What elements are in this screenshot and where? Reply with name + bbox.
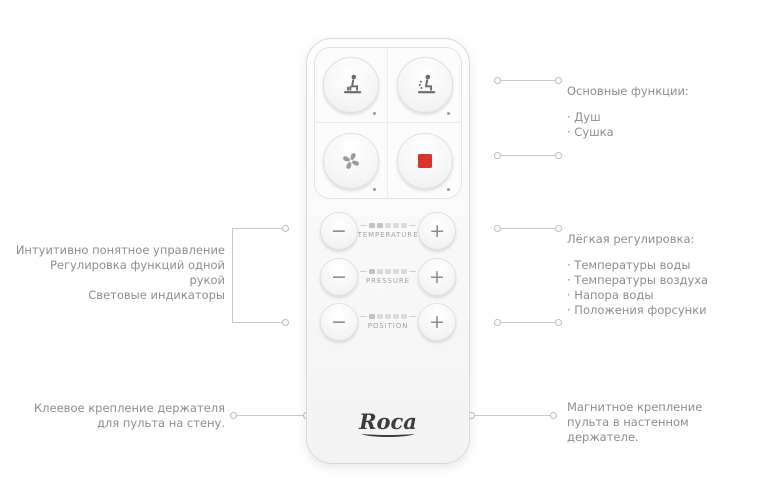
- callout-line-text: пульта в настенном: [567, 415, 689, 429]
- position-gauge: [360, 314, 416, 319]
- callout-line: [501, 155, 555, 156]
- callout-title: Лёгкая регулировка:: [567, 232, 695, 246]
- callout-line: [501, 322, 555, 323]
- callout-line: [237, 415, 303, 416]
- temperature-gauge: [359, 223, 416, 228]
- callout-line: [474, 415, 550, 416]
- callout-line-text: Световые индикаторы: [88, 288, 225, 302]
- stop-cell: [388, 123, 461, 198]
- pressure-gauge: [360, 269, 416, 274]
- callout-dot: [494, 319, 501, 326]
- callout-item: · Душ: [567, 110, 601, 124]
- led-indicator: [447, 112, 450, 115]
- callout-line-text: Клеевое крепление держателя: [34, 401, 225, 415]
- callout-line-text: держателе.: [567, 430, 639, 444]
- callout-dot: [282, 225, 289, 232]
- wash-cell: [315, 48, 388, 123]
- callout-line-text: для пульта на стену.: [96, 416, 225, 430]
- callout-dot: [494, 77, 501, 84]
- seat-dry-icon: [417, 74, 435, 94]
- callout-main-functions: Основные функции: · Душ · Сушка: [567, 84, 689, 140]
- callout-item: · Напора воды: [567, 288, 654, 302]
- callout-dot: [555, 319, 562, 326]
- callout-dot: [555, 225, 562, 232]
- plus-glyph: +: [429, 219, 446, 242]
- callout-item: · Температуры воздуха: [567, 273, 709, 287]
- callout-magnetic-mount: Магнитное крепление пульта в настенном д…: [567, 400, 702, 445]
- callout-dot: [230, 412, 237, 419]
- logo-underline: [362, 430, 414, 437]
- pressure-plus-button[interactable]: +: [418, 258, 456, 296]
- callout-dot: [555, 77, 562, 84]
- plus-glyph: +: [429, 265, 445, 288]
- callout-line: [232, 228, 282, 229]
- callout-line: [501, 228, 555, 229]
- dry-button[interactable]: [396, 57, 453, 113]
- led-indicator: [373, 188, 376, 191]
- callout-line: [232, 322, 282, 323]
- callout-dot: [494, 225, 501, 232]
- callout-line-text: Магнитное крепление: [567, 400, 703, 414]
- position-minus-button[interactable]: −: [320, 303, 358, 341]
- temperature-minus-button[interactable]: −: [320, 212, 358, 250]
- pressure-minus-button[interactable]: −: [320, 258, 358, 296]
- callout-line-text: Регулировка функций одной рукой: [50, 258, 225, 287]
- callout-line: [232, 228, 233, 322]
- stop-icon: [417, 153, 432, 168]
- roca-logo: Roca: [307, 411, 469, 437]
- callout-dot: [555, 152, 562, 159]
- seat-wash-icon: [343, 74, 362, 94]
- position-indicator: POSITION: [360, 314, 416, 330]
- pressure-control-row: − PRESSURE +: [320, 258, 456, 296]
- temperature-control-row: − TEMPERATURE +: [320, 212, 456, 250]
- minus-glyph: −: [330, 219, 347, 242]
- callout-easy-adjustment: Лёгкая регулировка: · Температуры воды ·…: [567, 232, 708, 318]
- fan-button[interactable]: [323, 132, 379, 189]
- brand-name: Roca: [359, 409, 417, 434]
- fan-icon: [343, 152, 359, 169]
- wash-button[interactable]: [323, 57, 379, 113]
- minus-glyph: −: [331, 310, 347, 333]
- temperature-indicator: TEMPERATURE: [358, 223, 419, 239]
- pressure-indicator: PRESSURE: [360, 269, 416, 285]
- callout-dot: [494, 152, 501, 159]
- callout-item: · Положения форсунки: [567, 303, 707, 317]
- minus-glyph: −: [331, 265, 347, 288]
- callout-title: Основные функции:: [567, 84, 689, 98]
- pressure-label: PRESSURE: [365, 277, 410, 285]
- position-plus-button[interactable]: +: [418, 303, 456, 341]
- callout-item: · Сушка: [567, 125, 614, 139]
- remote-control: − TEMPERATURE + − PRESSURE + −: [306, 38, 470, 464]
- temperature-plus-button[interactable]: +: [418, 212, 456, 250]
- plus-glyph: +: [429, 310, 445, 333]
- callout-line: [501, 80, 555, 81]
- position-label: POSITION: [367, 322, 409, 330]
- callout-adhesive-mount: Клеевое крепление держателя для пульта н…: [15, 401, 225, 431]
- callout-item: · Температуры воды: [567, 258, 691, 272]
- led-indicator: [373, 112, 376, 115]
- callout-dot: [282, 319, 289, 326]
- led-indicator: [447, 188, 450, 191]
- temperature-label: TEMPERATURE: [357, 231, 419, 239]
- function-button-panel: [314, 47, 462, 199]
- position-control-row: − POSITION +: [320, 303, 456, 341]
- callout-dot: [550, 412, 557, 419]
- fan-cell: [315, 123, 388, 198]
- stop-button[interactable]: [396, 132, 453, 189]
- dry-cell: [388, 48, 461, 123]
- callout-line-text: Интуитивно понятное управление: [15, 243, 225, 257]
- callout-control-features: Интуитивно понятное управление Регулиров…: [15, 243, 225, 303]
